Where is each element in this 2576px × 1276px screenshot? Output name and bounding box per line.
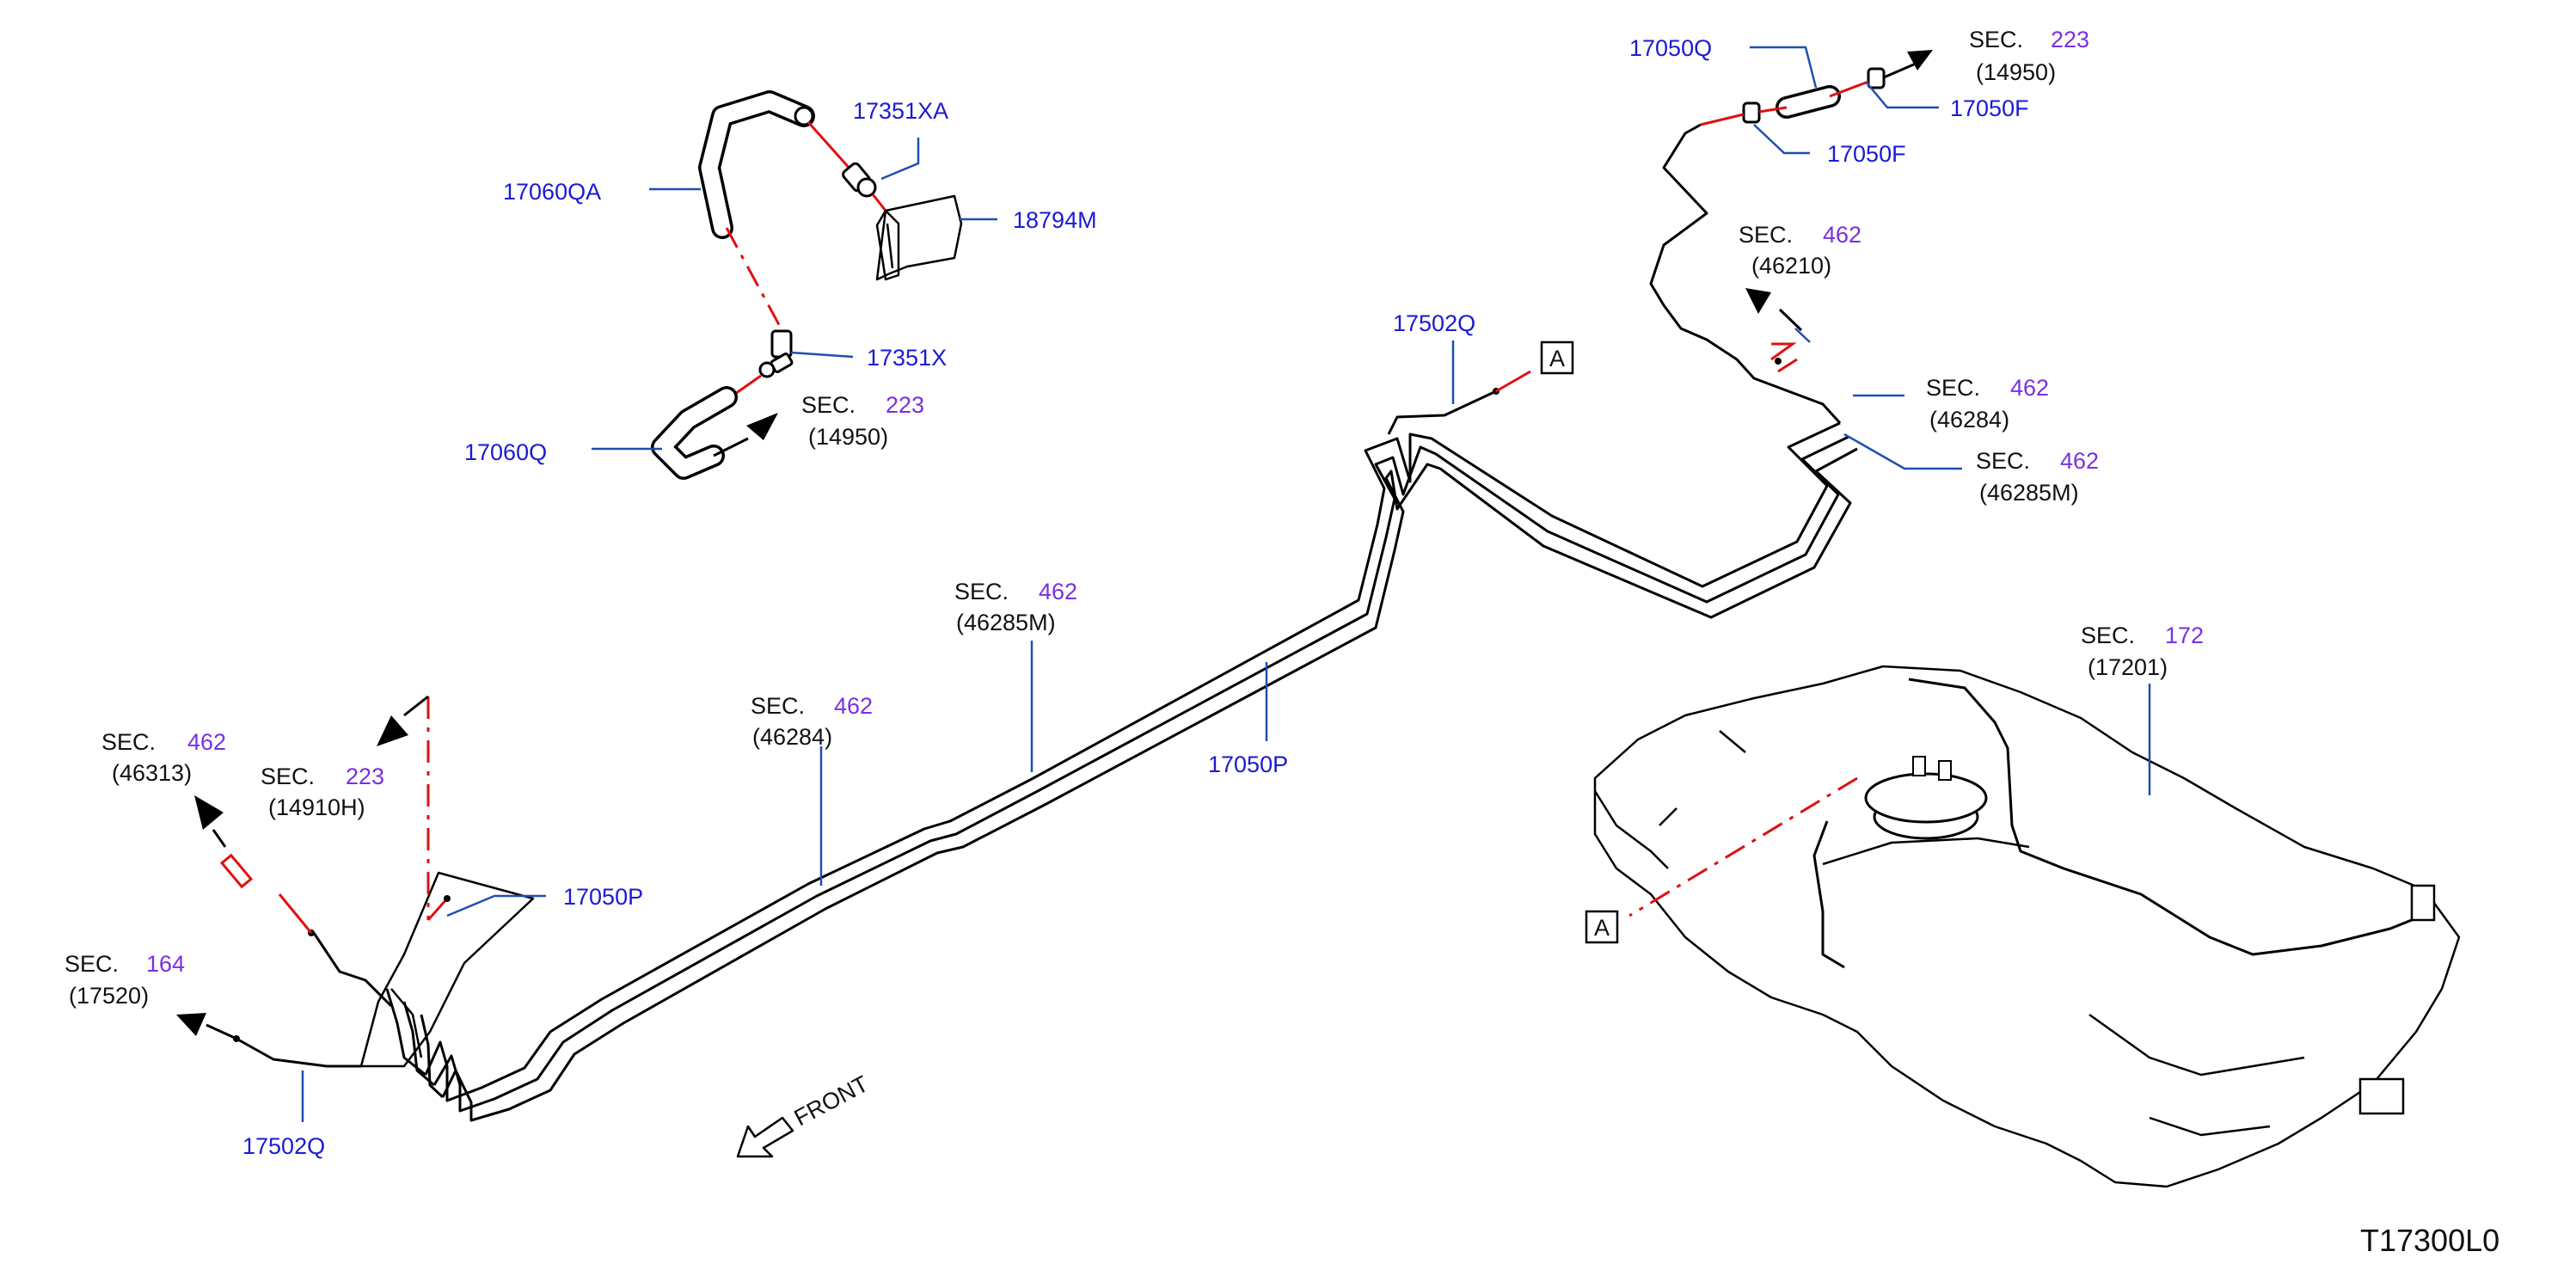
- label-17351XA: 17351XA: [853, 98, 948, 124]
- label-17050F-lower: 17050F: [1827, 141, 1906, 167]
- sec-462-46210: SEC. 462 (46210): [1739, 222, 1861, 279]
- sec-ref: (46285M): [956, 610, 1056, 635]
- sec-ref: (46285M): [1979, 480, 2079, 506]
- sec-ref: (46284): [752, 724, 832, 750]
- hose-17060Q: [651, 386, 778, 480]
- main-pipe-bundle: [385, 421, 1858, 1122]
- sec-word: SEC.: [801, 392, 856, 418]
- hose-17050Q: [1700, 50, 1933, 126]
- sec-number: 462: [2010, 375, 2049, 401]
- line-17351X-17060Q: [734, 374, 762, 396]
- label-18794M: 18794M: [1013, 207, 1097, 233]
- clamp-17050F-lower: [1742, 101, 1761, 124]
- sec-number: 223: [2051, 27, 2089, 52]
- sec-ref: (14910H): [268, 794, 365, 820]
- label-17060Q: 17060Q: [464, 439, 547, 465]
- label-17351X: 17351X: [867, 345, 947, 371]
- sec-462-46313: SEC. 462 (46313): [101, 729, 226, 786]
- sec-223-14950-hose: SEC. 223 (14950): [801, 392, 924, 450]
- pipe-17502Q-top: [1387, 370, 1531, 435]
- label-17050P-left: 17050P: [563, 884, 643, 910]
- tank-connector: [2410, 884, 2436, 922]
- leaders: [301, 46, 2151, 1122]
- label-17050P-main: 17050P: [1208, 751, 1288, 777]
- arrow-sec462-46210: [1745, 288, 1771, 314]
- sec-ref: (14950): [1976, 59, 2056, 85]
- pipe-line-2: [432, 435, 1849, 1113]
- sec-ref: (46313): [112, 760, 192, 786]
- marker-a-tank-label: A: [1594, 915, 1610, 941]
- sec-164-17520: SEC. 164 (17520): [64, 951, 185, 1009]
- line-17060QA-17351X: [725, 227, 784, 332]
- hose-46313: [219, 853, 254, 889]
- clamp-17050F-upper: [1867, 67, 1886, 89]
- arrow-sec223-top: [1907, 50, 1933, 71]
- sec-number: 164: [146, 951, 185, 977]
- label-17060QA: 17060QA: [503, 179, 601, 205]
- arrow-sec462-46313: [194, 795, 224, 830]
- fuel-pump-ring: [1864, 756, 1988, 840]
- connector-46284-right: [1745, 288, 1803, 373]
- sec-number: 223: [346, 764, 384, 789]
- fuel-tank: [1593, 665, 2461, 1188]
- sec-ref: (17520): [69, 983, 149, 1009]
- front-arrow: FRONT: [736, 1070, 873, 1158]
- canister-18794M: [875, 194, 963, 281]
- sec-word: SEC.: [261, 764, 315, 789]
- sec-number: 462: [834, 693, 873, 719]
- marker-a-top: [1540, 340, 1574, 375]
- tank-valve: [2358, 1077, 2405, 1115]
- sec-172-17201: SEC. 172 (17201): [2081, 623, 2204, 680]
- valve-17351XA: [842, 162, 887, 212]
- marker-a-top-label: A: [1549, 346, 1565, 371]
- sec-223-14950-top: SEC. 223 (14950): [1969, 27, 2089, 85]
- sec-word: SEC.: [1926, 375, 1980, 401]
- left-bracket: [359, 871, 535, 1068]
- sec-number: 223: [886, 392, 924, 418]
- front-label: FRONT: [790, 1070, 873, 1131]
- arrow-sec223-hose: [746, 413, 778, 440]
- sec-462-46285M-right: SEC. 462 (46285M): [1976, 448, 2099, 506]
- pipe-line-1: [424, 421, 1841, 1102]
- arrow-sec164: [176, 1013, 206, 1036]
- sec-number: 462: [1823, 222, 1861, 248]
- sec-number: 462: [187, 729, 226, 755]
- sec-word: SEC.: [1976, 448, 2030, 474]
- line-17060QA-17351XA: [807, 121, 853, 171]
- arrow-sec223-14910H: [377, 715, 408, 746]
- sec-word: SEC.: [751, 693, 805, 719]
- pipe-line-3: [441, 447, 1858, 1122]
- sec-word: SEC.: [1969, 27, 2023, 52]
- hose-17060QA: [698, 90, 815, 239]
- sec-ref: (46284): [1929, 407, 2009, 432]
- sec-462-46285M-mid: SEC. 462 (46285M): [954, 579, 1077, 635]
- sec-number: 172: [2165, 623, 2204, 648]
- sec-number: 462: [2060, 448, 2099, 474]
- valve-17351X: [758, 329, 794, 378]
- label-17050F-upper: 17050F: [1950, 95, 2029, 121]
- drawing-id: T17300L0: [2360, 1223, 2499, 1258]
- left-pipe-runs: [176, 695, 451, 1068]
- sec-462-46284-mid: SEC. 462 (46284): [751, 693, 873, 750]
- sec-223-14910H: SEC. 223 (14910H): [261, 764, 384, 820]
- label-17502Q-bottom: 17502Q: [242, 1133, 325, 1159]
- right-riser-line: [1649, 123, 1842, 425]
- sec-462-46284-right: SEC. 462 (46284): [1926, 375, 2049, 432]
- sec-word: SEC.: [101, 729, 156, 755]
- sec-ref: (46210): [1751, 253, 1831, 279]
- sec-word: SEC.: [954, 579, 1009, 604]
- sec-word: SEC.: [64, 951, 119, 977]
- sec-number: 462: [1039, 579, 1077, 604]
- sec-word: SEC.: [2081, 623, 2135, 648]
- label-17502Q-top: 17502Q: [1393, 310, 1475, 336]
- marker-a-tank: [1585, 910, 1619, 944]
- sec-word: SEC.: [1739, 222, 1793, 248]
- line-tank-a: [1628, 776, 1858, 917]
- sec-ref: (14950): [808, 424, 888, 450]
- sec-ref: (17201): [2088, 654, 2168, 680]
- label-17050Q: 17050Q: [1629, 35, 1712, 61]
